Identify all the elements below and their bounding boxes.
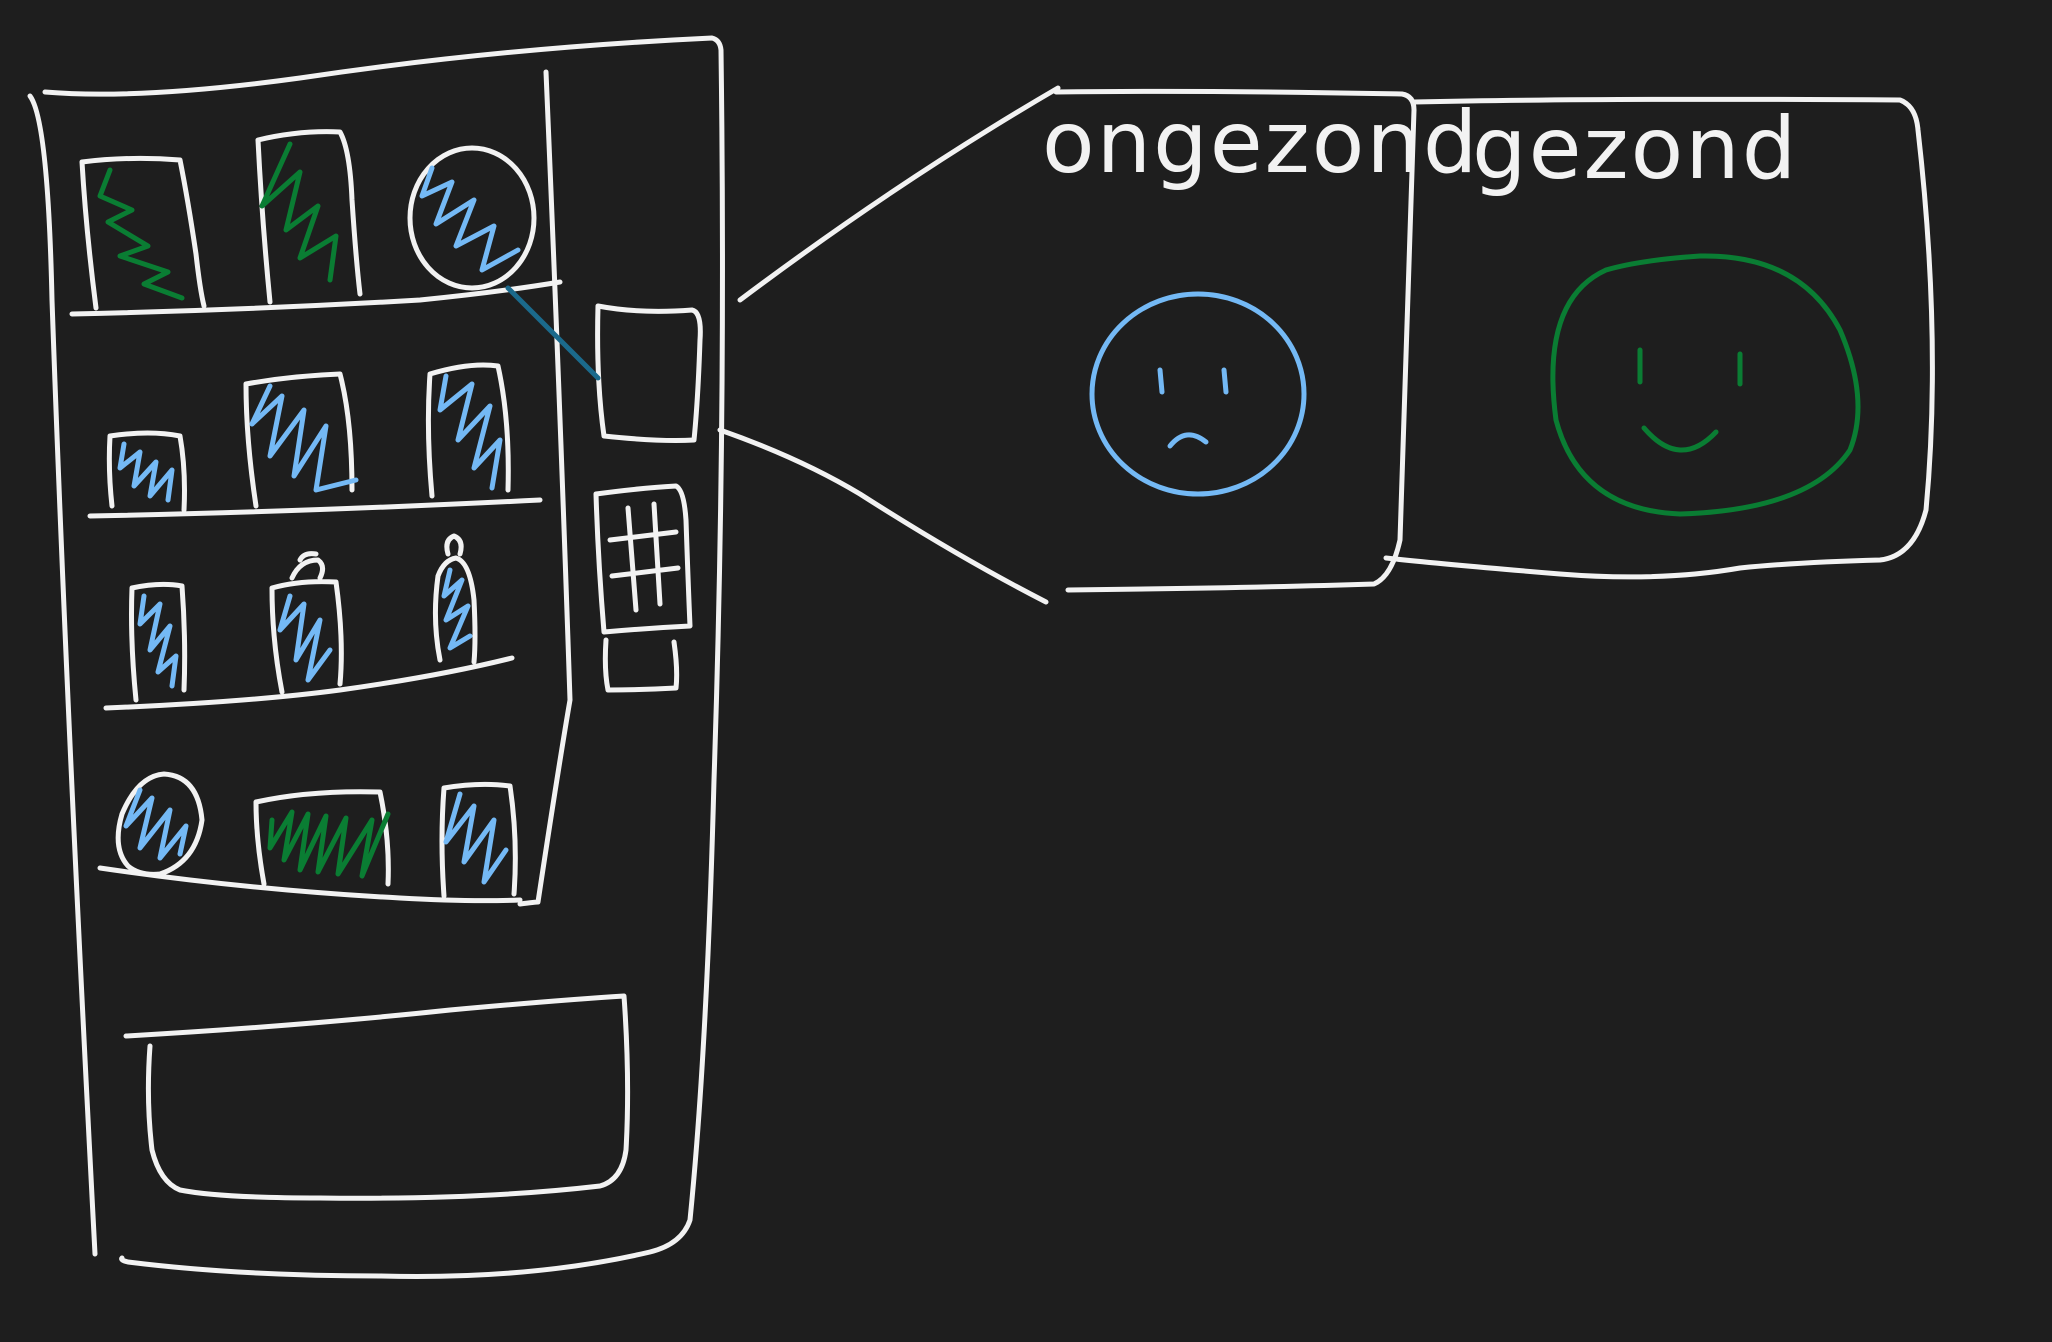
product-box — [439, 781, 518, 899]
panel-right-frame — [1383, 96, 1935, 580]
product-row-1 — [79, 129, 537, 311]
product-fill — [267, 809, 391, 879]
label-unhealthy: ongezond — [1042, 93, 1479, 193]
product-box — [425, 362, 511, 499]
product-fill — [249, 383, 359, 493]
product-row-4 — [115, 771, 518, 899]
product-fill — [117, 441, 175, 503]
panel-left-frame — [1053, 88, 1417, 593]
product-bottle — [432, 533, 478, 665]
product-fill — [441, 567, 473, 651]
shelf-4 — [97, 865, 523, 904]
card-slot — [602, 637, 680, 693]
callout-line-top — [737, 85, 1061, 303]
product-round — [115, 771, 205, 877]
callout-line-bottom — [717, 427, 1049, 605]
display-window — [517, 69, 573, 907]
label-healthy: gezond — [1472, 99, 1798, 199]
machine-left-side — [27, 93, 98, 1257]
shelf-2 — [87, 497, 543, 519]
product-bottle — [269, 551, 344, 695]
product-row-2 — [106, 362, 511, 513]
product-row-3 — [129, 533, 478, 703]
product-box — [243, 371, 355, 509]
product-box — [79, 155, 207, 311]
product-box — [106, 430, 187, 513]
product-box — [253, 789, 391, 887]
product-round — [407, 145, 537, 291]
pointer-line — [505, 285, 601, 381]
product-fill — [259, 141, 339, 283]
product-fill — [443, 791, 509, 885]
product-box — [129, 581, 188, 703]
label-panel: ongezond gezond — [1042, 88, 1935, 593]
product-fill — [437, 373, 503, 491]
product-fill — [137, 593, 179, 689]
sad-face-icon — [1089, 291, 1307, 497]
vending-machine — [27, 35, 725, 1279]
product-fill — [419, 165, 521, 273]
coin-slot — [595, 303, 703, 443]
smiley-face-icon — [1550, 253, 1861, 517]
product-box — [255, 129, 363, 305]
product-fill — [277, 593, 333, 683]
product-fill — [97, 167, 185, 301]
product-fill — [123, 787, 189, 861]
machine-cabinet — [42, 35, 725, 1279]
keypad — [593, 483, 693, 635]
collection-tray — [123, 993, 631, 1201]
keypad-grid — [607, 501, 681, 613]
shelf-3 — [103, 655, 515, 711]
